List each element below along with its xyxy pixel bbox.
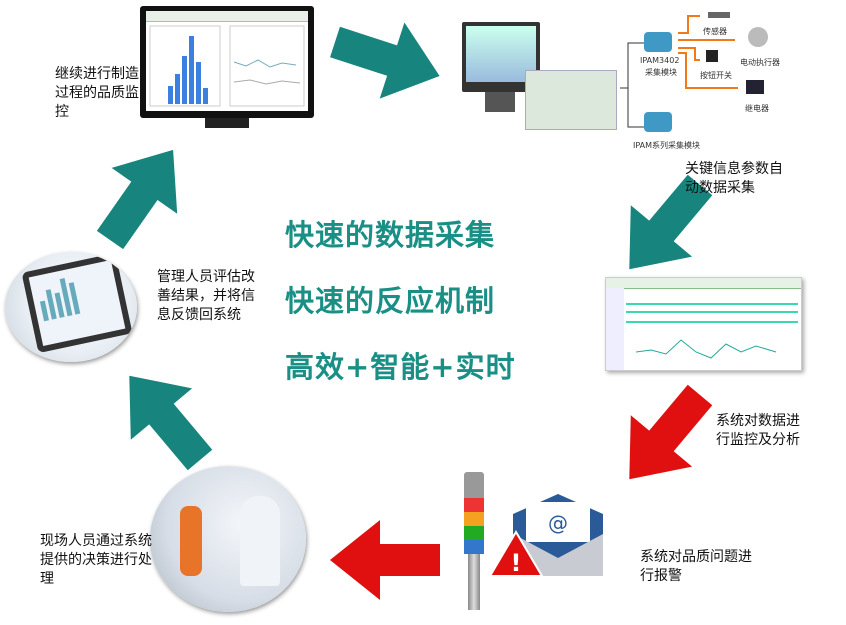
tablet-photo [5,252,137,362]
signal-tower-icon [464,472,484,610]
software-screenshot [605,277,802,371]
caption-monitor-quality: 继续进行制造过程的品质监控 [55,66,139,120]
relay-icon [746,80,764,94]
device-rack [525,70,617,130]
caption-onsite-handle: 现场人员通过系统提供的决策进行处理 [40,533,152,587]
hardware-connections [620,12,768,132]
svg-text:!: ! [511,549,522,577]
svg-text:@: @ [548,511,568,535]
email-alert-icon: @ ! [488,494,603,577]
caption-monitor-analyze: 系统对数据进行监控及分析 [716,413,800,448]
arrow-left-upper [77,126,206,263]
caption-auto-collect: 关键信息参数自动数据采集 [685,161,783,196]
warning-icon [488,530,544,577]
arrow-left-lower [98,350,231,486]
computer-stand [485,92,515,112]
monitor-chart [149,25,305,107]
button-label: 按钮开关 [700,71,732,80]
monitor-stand [205,118,249,128]
arrow-bottom [330,520,440,600]
caption-alarm: 系统对品质问题进行报警 [640,549,752,584]
arrow-top [322,3,452,115]
headline-fast-response: 快速的反应机制 [285,284,496,318]
monitor-image [140,6,314,118]
actuator-label: 电动执行器 [740,58,780,67]
sensor-label: 传感器 [703,27,727,36]
button-switch-icon [706,50,718,62]
sensor-icon [708,12,730,18]
arrow-right-lower [598,369,731,505]
relay-label: 继电器 [745,104,769,113]
module-icon [644,32,672,52]
headline-fast-collection: 快速的数据采集 [285,218,496,252]
caption-manager-feedback: 管理人员评估改善结果，并将信息反馈回系统 [157,269,255,323]
actuator-icon [748,27,768,47]
module-icon [644,112,672,132]
factory-photo [150,466,306,612]
module-sub-label: 采集模块 [645,68,677,77]
module-label: IPAM3402 [640,56,680,65]
series-label: IPAM系列采集模块 [633,141,701,150]
headline-efficient: 高效+智能+实时 [285,350,516,384]
